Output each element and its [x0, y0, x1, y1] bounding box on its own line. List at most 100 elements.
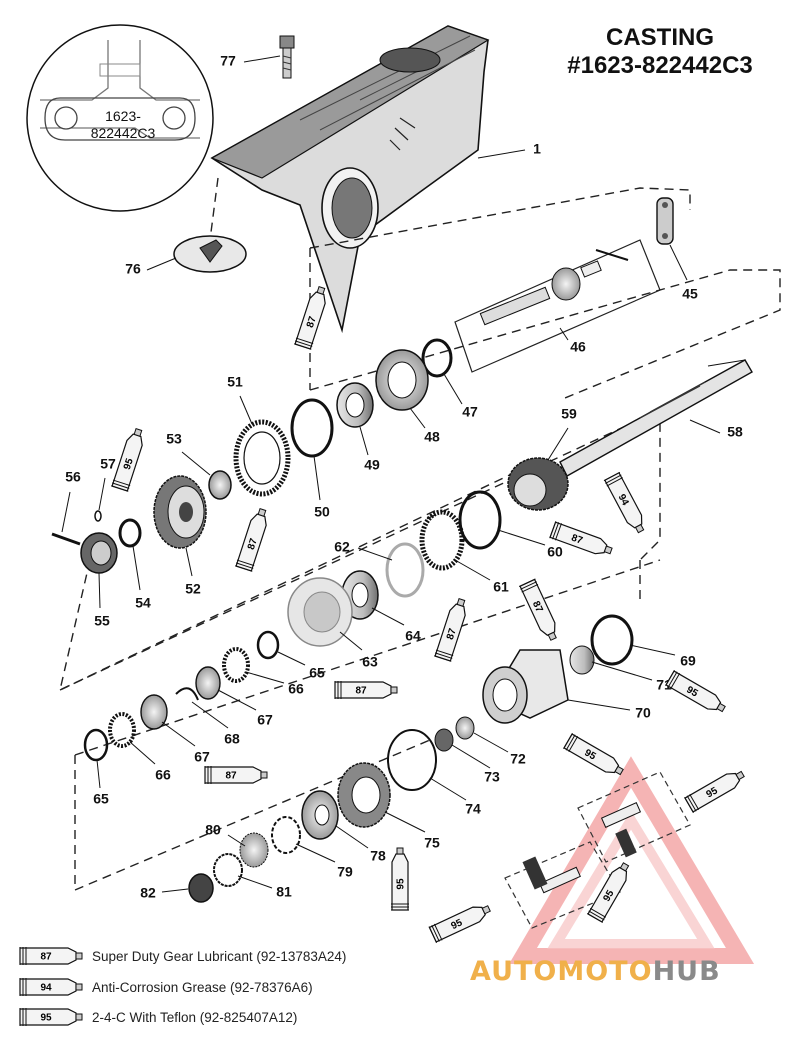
tube-code: 87 [530, 599, 545, 614]
tube-crimp [334, 681, 342, 699]
legend-row-95: 2-4-C With Teflon (92-825407A12) [14, 1006, 297, 1028]
lubricant-tube-95: 95 [665, 669, 726, 713]
tube-code: 94 [40, 983, 52, 994]
tube-code: 87 [40, 952, 52, 963]
callout-47: 47 [462, 404, 478, 420]
callout-66b: 66 [155, 767, 171, 783]
bearing-stack-top [336, 338, 453, 428]
callout-69: 69 [680, 653, 696, 669]
tube-nozzle [257, 508, 267, 517]
lubricant-tube-87: 87 [204, 766, 268, 784]
tube-nozzle [390, 686, 398, 694]
legend-tube-95: 95 [19, 1008, 83, 1026]
leader-line [477, 149, 526, 159]
bearing-carrier-parts [301, 729, 437, 840]
callout-77: 77 [220, 53, 236, 69]
callout-56: 56 [65, 469, 81, 485]
lubricant-tube-87: 87 [294, 286, 326, 350]
tube-nozzle [735, 770, 745, 781]
leader-line [313, 455, 321, 501]
callout-46: 46 [570, 339, 586, 355]
tube-crimp [19, 1008, 27, 1026]
tube-nozzle [603, 545, 613, 555]
lubricant-tube-87: 87 [518, 578, 557, 641]
leader-line [129, 741, 156, 765]
leader-line [409, 407, 426, 429]
gear-housing [210, 25, 490, 334]
callout-68: 68 [224, 731, 240, 747]
shift-cam-parts [522, 802, 642, 894]
callout-61: 61 [493, 579, 509, 595]
callout-75: 75 [424, 835, 440, 851]
leader-line [245, 671, 285, 684]
tube-crimp [549, 521, 562, 541]
callout-62: 62 [334, 539, 350, 555]
callout-67b: 67 [194, 749, 210, 765]
nut-washer-54-55 [51, 510, 142, 574]
leader-line [239, 395, 253, 425]
prop-nut-parts [188, 816, 301, 903]
leader-line [371, 607, 405, 626]
leader-line [96, 759, 101, 789]
leader-line [217, 689, 257, 711]
legend-tubes: 87 94 95 [19, 947, 83, 1026]
propeller-shaft-58 [507, 359, 753, 511]
tube-crimp [294, 337, 314, 350]
leader-line [181, 451, 211, 476]
watermark-part-1: AUTOMOTO [470, 956, 653, 987]
inset-label-line-2: 822442C3 [90, 125, 156, 141]
tube-crimp [434, 649, 454, 662]
callout-76: 76 [125, 261, 141, 277]
anode-76 [173, 235, 247, 273]
tube-code: 95 [40, 1013, 52, 1024]
leader-line [567, 699, 631, 711]
legend-row-94: Anti-Corrosion Grease (92-78376A6) [14, 976, 313, 998]
leader-line [295, 843, 336, 863]
legend-text-94: Anti-Corrosion Grease (92-78376A6) [92, 979, 313, 995]
tube-nozzle [619, 862, 630, 872]
lubricant-tube-87: 87 [235, 508, 267, 572]
leader-line [191, 701, 229, 729]
shift-cam-boxes [504, 771, 691, 929]
leader-line [451, 744, 491, 769]
callout-82: 82 [140, 885, 156, 901]
tube-code: 95 [396, 878, 407, 890]
tube-crimp [111, 479, 131, 492]
leader-line [357, 547, 393, 561]
tube-nozzle [75, 983, 83, 991]
leader-line [98, 477, 106, 511]
tube-code: 94 [616, 493, 631, 508]
lubricant-tube-95: 95 [563, 732, 624, 776]
lubricant-tube-95: 95 [586, 862, 630, 923]
callout-59: 59 [561, 406, 577, 422]
tube-code: 87 [570, 533, 585, 547]
callout-80: 80 [205, 822, 221, 838]
callout-54: 54 [135, 595, 151, 611]
watermark-triangle [509, 756, 755, 964]
leader-line [161, 888, 189, 893]
callout-49: 49 [364, 457, 380, 473]
leader-line [443, 373, 463, 405]
callout-65a: 65 [309, 665, 325, 681]
casting-inset [26, 24, 214, 212]
leader-line [243, 55, 281, 63]
bearing-carrier-70 [434, 614, 634, 752]
callout-70: 70 [635, 705, 651, 721]
title-line-1: CASTING [606, 24, 714, 51]
leader-line [591, 661, 653, 681]
tube-crimp [19, 947, 27, 965]
legend-tube-87: 87 [19, 947, 83, 965]
tube-nozzle [614, 765, 624, 776]
tube-code: 95 [449, 917, 464, 932]
legend-text-95: 2-4-C With Teflon (92-825407A12) [92, 1009, 298, 1025]
leader-line [454, 559, 491, 581]
leader-line [132, 545, 141, 591]
callout-60: 60 [547, 544, 563, 560]
callout-52: 52 [185, 581, 201, 597]
tube-code: 87 [445, 627, 459, 641]
lubricant-tube-87: 87 [549, 521, 613, 555]
tube-crimp [19, 978, 27, 996]
